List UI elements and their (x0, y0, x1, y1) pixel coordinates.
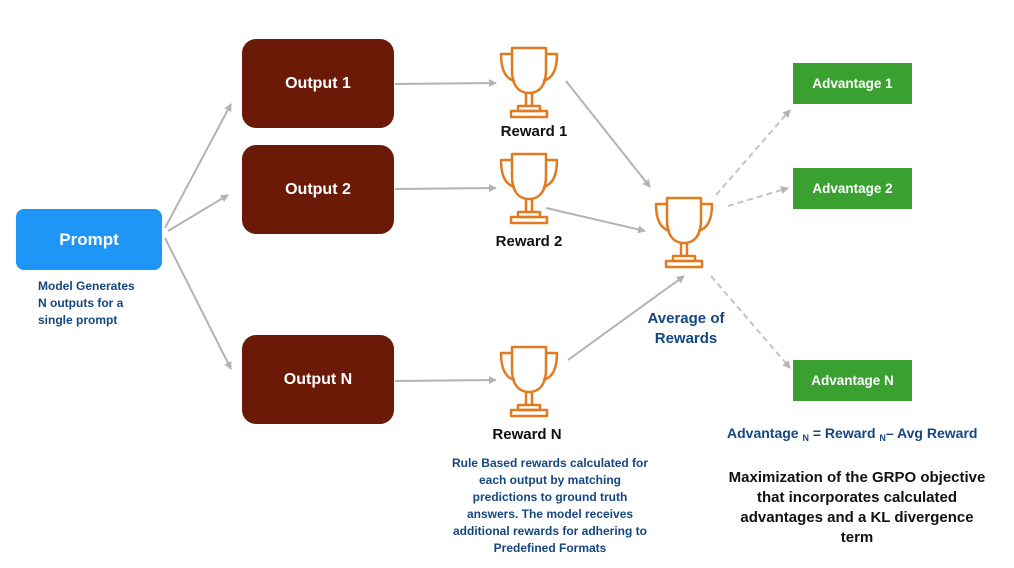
formula-part: Advantage (727, 425, 799, 441)
arrow-rewardn-average (567, 275, 685, 361)
reward-note-line: Rule Based rewards calculated for (451, 456, 649, 470)
prompt-node: Prompt (16, 209, 162, 270)
prompt-note: Model Generates N outputs for a single p… (38, 278, 135, 329)
average-label-line: Average of (647, 310, 725, 327)
arrow-output2-reward2 (394, 184, 497, 193)
advantage-2-node: Advantage 2 (793, 168, 912, 209)
arrow-average-advantage2 (727, 186, 789, 207)
reward-1-trophy-icon (499, 46, 559, 119)
advantage-1-node: Advantage 1 (793, 63, 912, 104)
average-label-line: Rewards (654, 330, 718, 347)
output-n-node: Output N (242, 335, 394, 424)
objective-line: Maximization of the GRPO objective (728, 469, 986, 486)
arrow-prompt-output2 (167, 194, 229, 232)
reward-note-line: Predefined Formats (493, 541, 607, 555)
prompt-note-line: Model Generates (38, 279, 135, 293)
output-2-node: Output 2 (242, 145, 394, 234)
arrow-prompt-output1 (164, 103, 232, 229)
advantage-label: Advantage N (811, 373, 894, 388)
reward-note: Rule Based rewards calculated for each o… (430, 455, 670, 557)
output-label: Output 1 (285, 74, 351, 92)
average-trophy-icon (654, 196, 714, 269)
output-label: Output 2 (285, 180, 351, 198)
arrow-average-advantagen (710, 275, 791, 369)
advantage-n-node: Advantage N (793, 360, 912, 401)
reward-note-line: answers. The model receives (466, 507, 634, 521)
arrow-average-advantage1 (715, 109, 791, 196)
output-1-node: Output 1 (242, 39, 394, 128)
arrow-prompt-outputn (164, 237, 232, 370)
output-label: Output N (283, 370, 353, 388)
arrow-reward2-average (545, 207, 646, 234)
reward-2-label: Reward 2 (495, 233, 563, 250)
formula-part: – Avg Reward (885, 425, 978, 441)
average-label: Average of Rewards (626, 309, 746, 349)
reward-1-label: Reward 1 (500, 123, 568, 140)
formula-subscript: N (879, 433, 886, 443)
objective-line: term (840, 529, 874, 546)
objective-text: Maximization of the GRPO objective that … (712, 468, 1002, 548)
objective-line: that incorporates calculated (756, 489, 958, 506)
reward-2-trophy-icon (499, 152, 559, 225)
prompt-note-line: single prompt (38, 313, 118, 327)
arrow-reward1-average (565, 80, 651, 188)
advantage-formula: Advantage N = Reward N– Avg Reward (727, 425, 977, 443)
objective-line: advantages and a KL divergence (740, 509, 974, 526)
prompt-label: Prompt (59, 229, 119, 249)
reward-note-line: each output by matching (478, 473, 621, 487)
advantage-label: Advantage 2 (812, 181, 893, 196)
arrow-outputn-rewardn (394, 376, 497, 385)
prompt-note-line: N outputs for a (38, 296, 124, 310)
formula-part: = Reward (808, 425, 880, 441)
arrow-output1-reward1 (394, 79, 497, 88)
advantage-label: Advantage 1 (812, 76, 893, 91)
reward-n-trophy-icon (499, 345, 559, 418)
reward-note-line: additional rewards for adhering to (452, 524, 648, 538)
reward-note-line: predictions to ground truth (472, 490, 628, 504)
formula-subscript: N (802, 433, 809, 443)
reward-n-label: Reward N (492, 426, 562, 443)
